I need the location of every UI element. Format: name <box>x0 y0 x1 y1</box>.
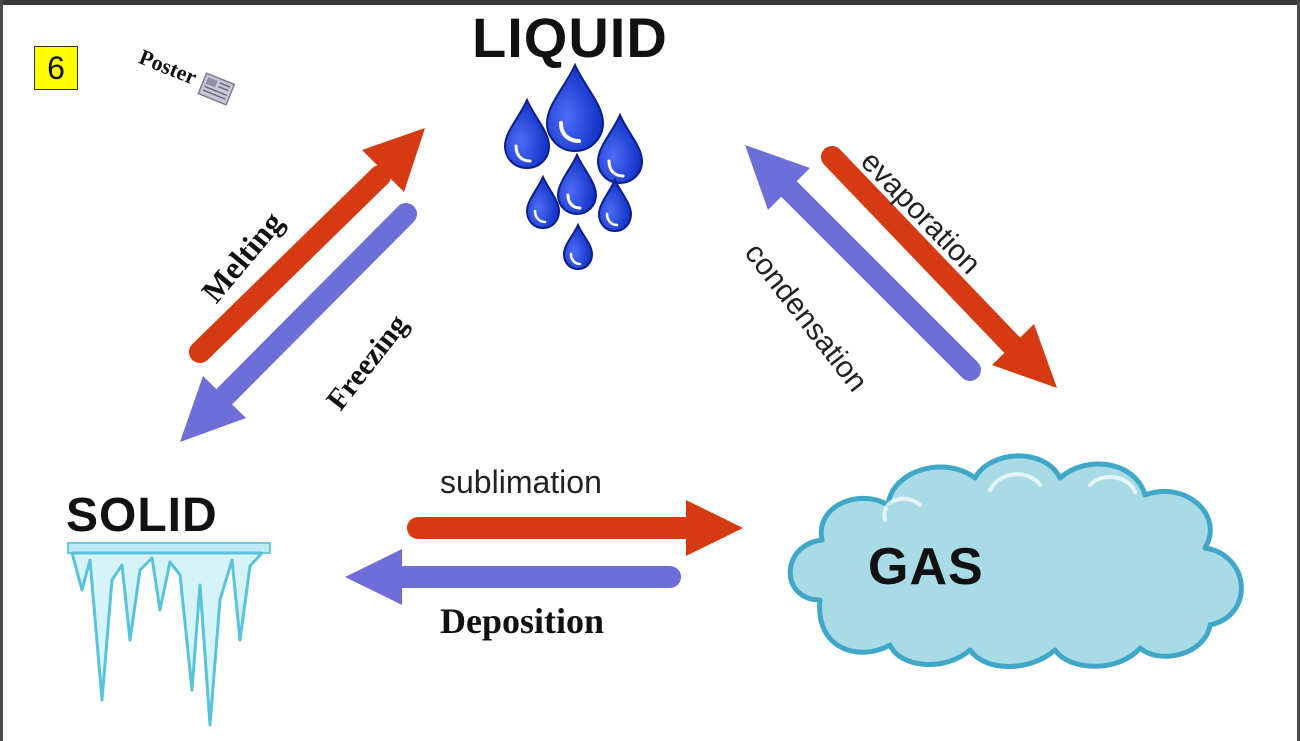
cloud-icon <box>787 453 1244 669</box>
liquid-title: LIQUID <box>472 6 668 69</box>
window-left-border <box>0 0 3 741</box>
freezing-arrow <box>180 203 417 442</box>
melting-arrow <box>189 128 425 363</box>
deposition-label: Deposition <box>440 601 605 641</box>
water-drops-icon <box>503 62 644 271</box>
sublimation-arrow <box>407 500 743 556</box>
window-top-border <box>0 0 1300 5</box>
solid-title: SOLID <box>66 489 218 542</box>
newspaper-icon <box>197 72 236 106</box>
sublimation-label: sublimation <box>440 464 602 500</box>
poster-link[interactable]: Poster <box>135 44 239 108</box>
icicles-icon <box>67 542 271 727</box>
gas-title: GAS <box>868 538 984 596</box>
slide-number-badge: 6 <box>34 46 78 90</box>
window-right-border <box>1297 0 1300 741</box>
evaporation-arrow <box>821 146 1057 388</box>
deposition-arrow <box>345 549 681 605</box>
condensation-arrow <box>745 145 981 381</box>
